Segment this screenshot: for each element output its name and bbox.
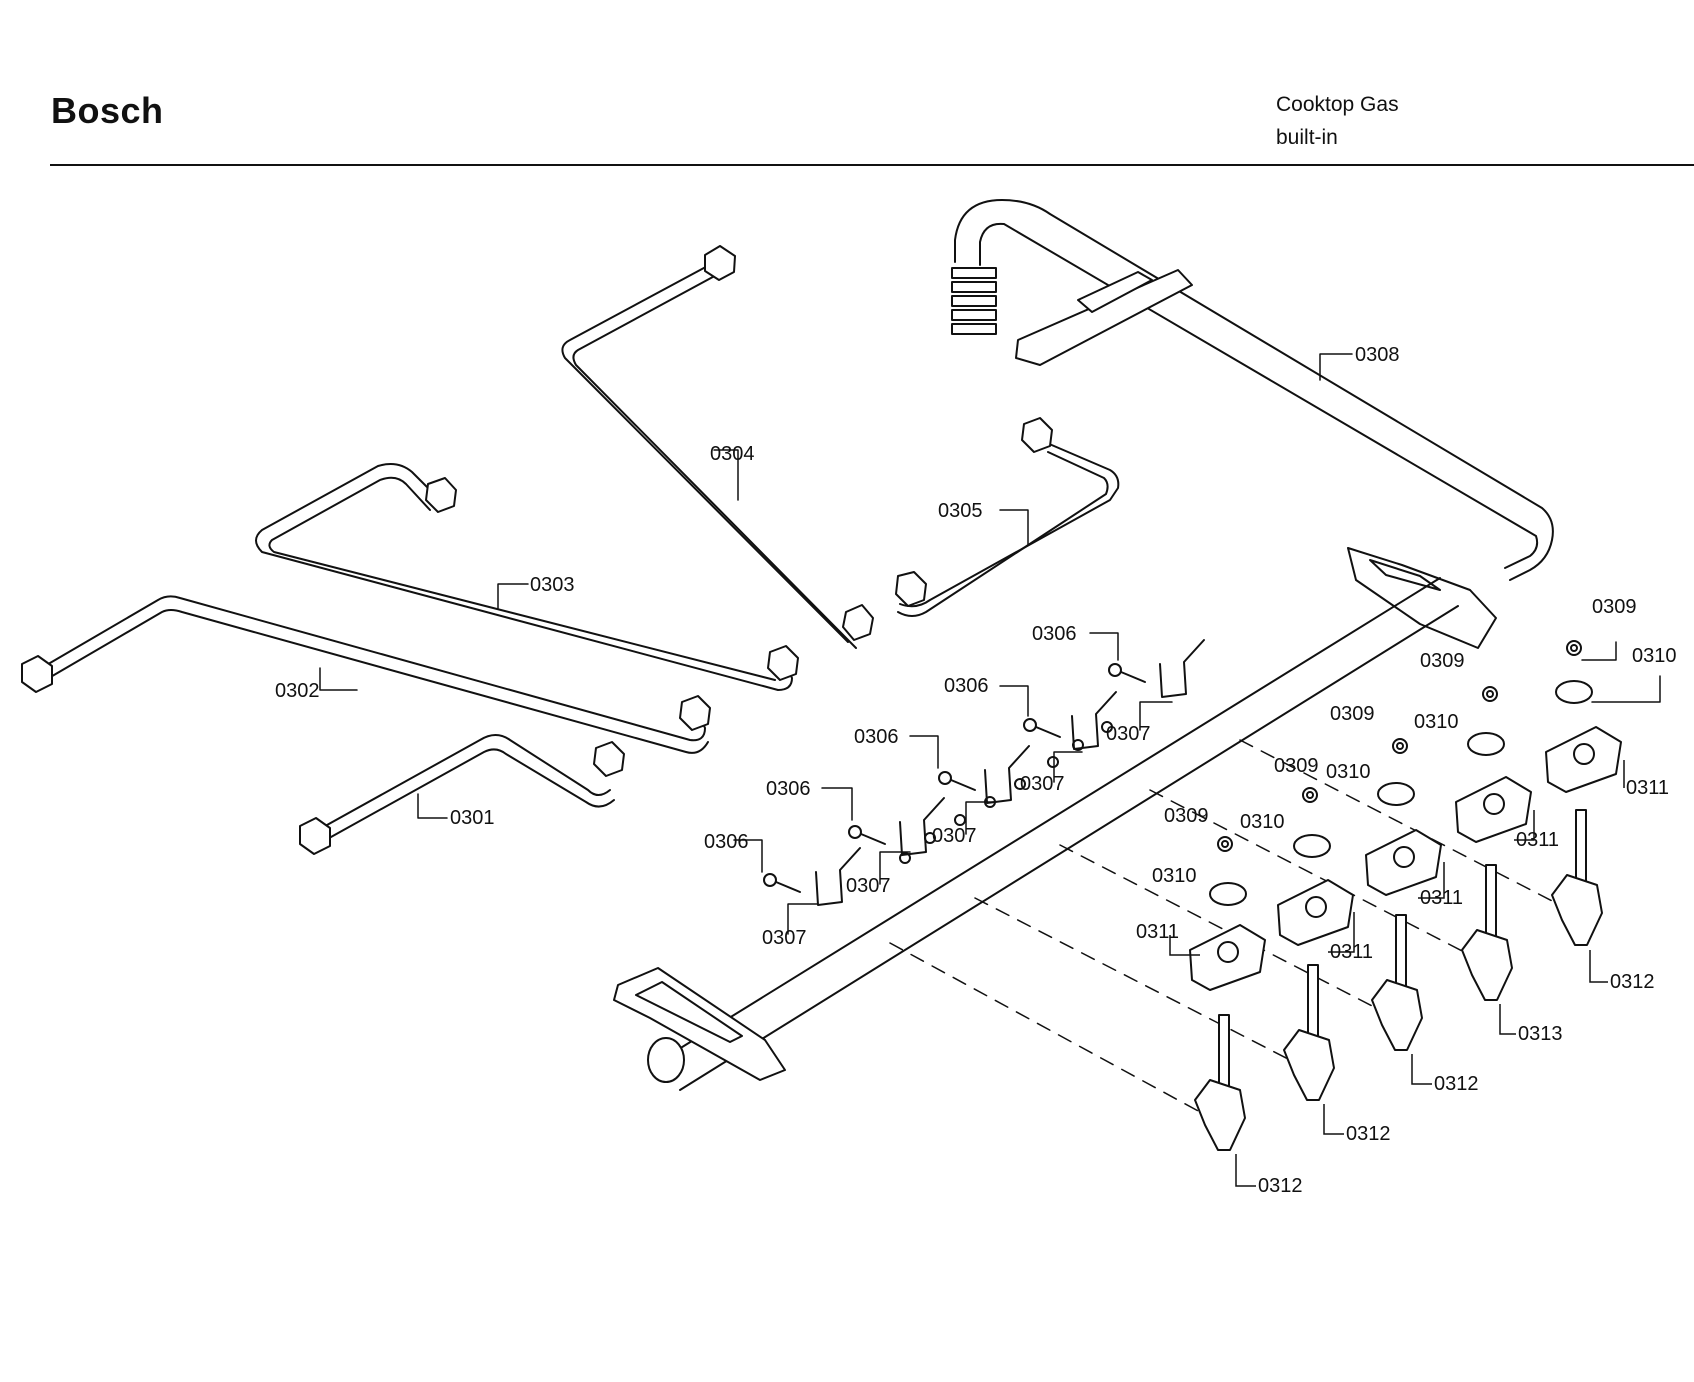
label-0306-b: 0306 [766, 778, 811, 800]
gas-tube-0301 [299, 734, 625, 855]
valve-mount-group-0311 [1189, 726, 1622, 991]
label-0310-a: 0310 [1152, 865, 1197, 887]
label-0306-c: 0306 [854, 726, 899, 748]
valve-mount-e [1545, 726, 1622, 793]
header-divider [50, 164, 1694, 166]
main-manifold-0308 [951, 199, 1554, 649]
screw-0306-a [763, 873, 801, 893]
brand-title: Bosch [51, 90, 164, 131]
screw-0306-c [938, 771, 976, 791]
bracket-0307-d [1071, 691, 1117, 750]
front-manifold-bar [613, 577, 1459, 1091]
washer-group-0310 [1209, 680, 1593, 906]
label-0307-e: 0307 [1106, 723, 1151, 745]
label-0311-e: 0311 [1626, 777, 1669, 799]
bracket-0307-a [815, 847, 861, 906]
bracket-0307-e [1159, 639, 1205, 698]
valve-b [1283, 964, 1335, 1101]
label-0306-a: 0306 [704, 831, 749, 853]
gas-tube-0305 [895, 417, 1120, 617]
label-0312-c: 0312 [1434, 1073, 1479, 1095]
screw-0306-e [1108, 663, 1146, 683]
label-0302: 0302 [275, 680, 320, 702]
label-0310-e: 0310 [1632, 645, 1677, 667]
valve-a [1194, 1014, 1246, 1151]
label-0309-c: 0309 [1330, 703, 1375, 725]
valve-group-0312 [1194, 809, 1603, 1151]
label-0307-d: 0307 [1020, 773, 1065, 795]
label-0312-a: 0312 [1258, 1175, 1303, 1197]
label-0306-e: 0306 [1032, 623, 1077, 645]
label-0309-a: 0309 [1164, 805, 1209, 827]
gas-tube-0304 [561, 245, 874, 649]
label-0310-c: 0310 [1326, 761, 1371, 783]
screw-group-0306 [763, 663, 1146, 893]
product-type: Cooktop Gas [1276, 93, 1399, 116]
valve-c [1371, 914, 1423, 1051]
leader-lines [319, 353, 1661, 935]
label-0312-b: 0312 [1346, 1123, 1391, 1145]
bracket-group-0307 [815, 639, 1205, 906]
label-0312-e: 0312 [1610, 971, 1655, 993]
valve-mount-a [1189, 924, 1266, 991]
product-subtype: built-in [1276, 126, 1338, 149]
nut-group-0309 [1217, 640, 1582, 852]
label-0309-b: 0309 [1274, 755, 1319, 777]
label-0313: 0313 [1518, 1023, 1563, 1045]
gas-tube-0303 [255, 463, 799, 691]
label-0310-b: 0310 [1240, 811, 1285, 833]
valve-e [1551, 809, 1603, 946]
label-0308: 0308 [1355, 344, 1400, 366]
label-0305: 0305 [938, 500, 983, 522]
valve-d [1461, 864, 1513, 1001]
screw-0306-b [848, 825, 886, 845]
label-0307-a: 0307 [762, 927, 807, 949]
label-0307-b: 0307 [846, 875, 891, 897]
screw-0306-d [1023, 718, 1061, 738]
valve-mount-c [1365, 829, 1442, 896]
label-0301: 0301 [450, 807, 495, 829]
gas-tube-0302 [21, 595, 711, 754]
bracket-0307-c [984, 745, 1030, 804]
label-0309-e: 0309 [1592, 596, 1637, 618]
assembly-guide-lines [889, 739, 1561, 1113]
label-0309-d: 0309 [1420, 650, 1465, 672]
label-0304: 0304 [710, 443, 755, 465]
label-0311-a: 0311 [1136, 921, 1179, 943]
bracket-0307-b [899, 797, 945, 856]
valve-mount-d [1455, 776, 1532, 843]
label-0306-d: 0306 [944, 675, 989, 697]
label-0310-d: 0310 [1414, 711, 1459, 733]
valve-mount-b [1277, 879, 1354, 946]
label-0303: 0303 [530, 574, 575, 596]
label-0311-d: 0311 [1516, 829, 1559, 851]
label-0307-c: 0307 [932, 825, 977, 847]
